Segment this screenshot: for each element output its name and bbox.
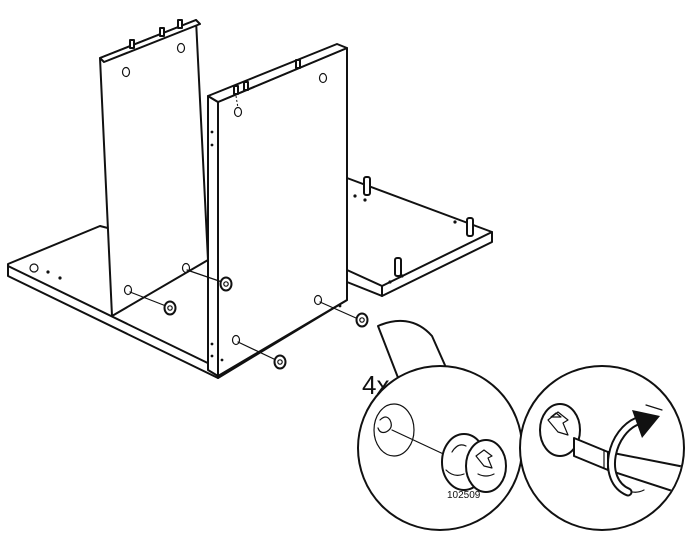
- back-side-panel: [99, 19, 209, 317]
- cam-lock-fitting-icon: [219, 276, 233, 292]
- cam-lock-fitting-icon: [539, 403, 581, 457]
- part-number-label: 102509: [447, 490, 481, 501]
- dowel-pins: [363, 176, 474, 277]
- cam-lock-fitting-icon: [441, 433, 507, 493]
- detail-circle-tightening: [519, 365, 685, 531]
- assembly-guide-lines: [129, 269, 357, 361]
- cam-lock-fittings: [163, 276, 369, 370]
- clockwise-arrow-icon: [607, 410, 660, 497]
- cam-lock-fitting-icon: [273, 354, 287, 370]
- cam-lock-fitting-icon: [355, 312, 369, 328]
- detail-circle-cam-lock: 102509: [357, 365, 523, 531]
- front-side-panel: [207, 43, 348, 377]
- cam-lock-fitting-icon: [163, 300, 177, 316]
